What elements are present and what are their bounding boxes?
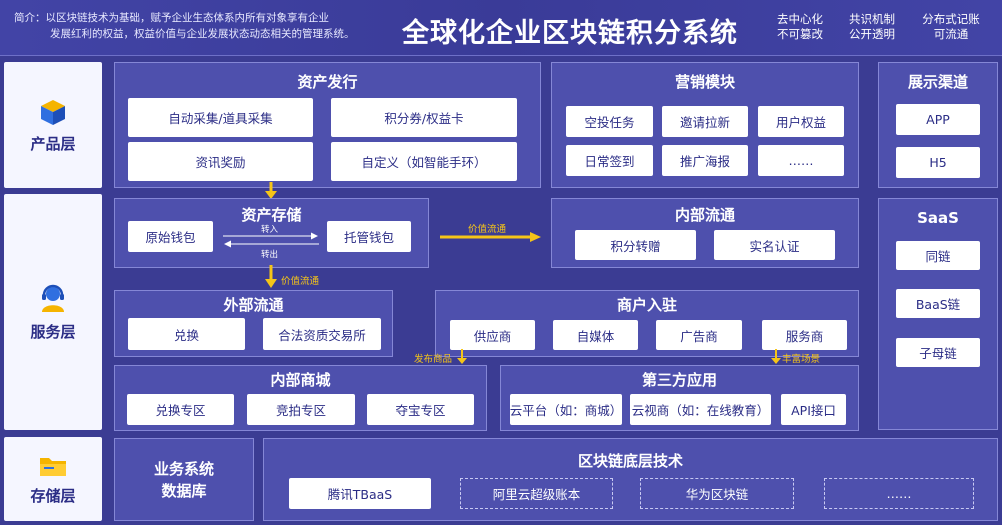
value-flow-label: 价值流通 — [468, 224, 507, 235]
item-auction-zone: 竞拍专区 — [247, 394, 355, 425]
layer-label: 存储层 — [30, 486, 76, 505]
item-points-coupon: 积分券/权益卡 — [331, 98, 517, 137]
item-poster: 推广海报 — [662, 145, 748, 176]
item-huawei-blockchain: 华为区块链 — [640, 478, 794, 509]
panel-channels: 展示渠道 APP H5 — [878, 62, 998, 188]
box-icon — [41, 99, 65, 125]
business-db-label: 业务系统 数据库 — [154, 458, 214, 502]
item-baas-chain: BaaS链 — [896, 289, 980, 318]
item-h5: H5 — [896, 147, 980, 178]
right-arrow-icon — [440, 232, 541, 242]
item-advertiser: 广告商 — [656, 320, 742, 350]
item-exchange: 兑换 — [128, 318, 245, 350]
layer-storage: 存储层 — [4, 437, 102, 521]
item-user-rights: 用户权益 — [758, 106, 844, 137]
panel-title: 商户入驻 — [616, 296, 677, 314]
feature-line: 分布式记账 — [922, 12, 980, 26]
panel-title: 第三方应用 — [641, 371, 717, 389]
item-custody-wallet: 托管钱包 — [327, 221, 411, 252]
item-exchange-zone: 兑换专区 — [127, 394, 234, 425]
feature-consensus: 共识机制 公开透明 — [842, 12, 902, 42]
panel-third-party: 第三方应用 云平台（如：商城） 云视商（如：在线教育） API接口 — [500, 365, 859, 431]
down-arrow-icon — [457, 349, 467, 364]
panel-marketing: 营销模块 空投任务 邀请拉新 用户权益 日常签到 推广海报 …… — [551, 62, 859, 188]
item-licensed-exchange: 合法资质交易所 — [263, 318, 381, 350]
folder-icon — [40, 457, 66, 476]
item-real-name: 实名认证 — [714, 230, 835, 260]
enrich-scenes-label: 丰富场景 — [782, 354, 821, 365]
down-arrow-icon — [265, 182, 277, 199]
feature-line: 不可篡改 — [777, 27, 823, 41]
left-arrow-icon — [224, 240, 319, 248]
item-more: …… — [758, 145, 844, 176]
item-treasure-zone: 夺宝专区 — [367, 394, 474, 425]
panel-blockchain: 区块链底层技术 腾讯TBaaS 阿里云超级账本 华为区块链 …… — [263, 438, 998, 521]
panel-title: 区块链底层技术 — [577, 452, 683, 470]
feature-line: 共识机制 — [849, 12, 895, 26]
transfer-out-label: 转出 — [261, 250, 279, 260]
item-daily-checkin: 日常签到 — [566, 145, 653, 176]
layer-product: 产品层 — [4, 62, 102, 188]
item-custom: 自定义（如智能手环） — [331, 142, 517, 181]
item-cloud-video: 云视商（如：在线教育） — [630, 394, 771, 425]
panel-title: 外部流通 — [223, 296, 284, 314]
customer-service-icon — [42, 284, 64, 312]
item-aliyun-ledger: 阿里云超级账本 — [460, 478, 613, 509]
feature-decentralized: 去中心化 不可篡改 — [770, 12, 830, 42]
layer-service: 服务层 — [4, 194, 102, 430]
panel-title: 营销模块 — [674, 73, 735, 91]
layer-label: 服务层 — [30, 322, 76, 341]
item-self-media: 自媒体 — [553, 320, 638, 350]
panel-asset-storage: 资产存储 原始钱包 托管钱包 转入 转出 — [114, 198, 429, 268]
feature-line: 去中心化 — [777, 12, 823, 26]
item-service-provider: 服务商 — [762, 320, 847, 350]
panel-title: 资产发行 — [297, 73, 358, 91]
business-db-line: 数据库 — [161, 481, 207, 500]
panel-title: 内部流通 — [674, 206, 735, 224]
feature-line: 可流通 — [933, 27, 969, 41]
intro-line-1: 简介：以区块链技术为基础，赋予企业生态体系内所有对象享有企业 — [14, 12, 329, 24]
item-supplier: 供应商 — [450, 320, 535, 350]
intro-text: 简介：以区块链技术为基础，赋予企业生态体系内所有对象享有企业 发展红利的权益，权… — [14, 10, 355, 42]
item-parent-child-chain: 子母链 — [896, 338, 980, 367]
item-api: API接口 — [781, 394, 846, 425]
right-arrow-icon — [223, 232, 318, 240]
panel-internal-mall: 内部商城 兑换专区 竞拍专区 夺宝专区 — [114, 365, 487, 431]
business-db-line: 业务系统 — [153, 459, 214, 478]
panel-asset-issue: 资产发行 自动采集/道具采集 积分券/权益卡 资讯奖励 自定义（如智能手环） — [114, 62, 541, 188]
layer-label: 产品层 — [30, 134, 76, 153]
panel-title: 资产存储 — [241, 206, 302, 224]
panel-saas: SaaS 同链 BaaS链 子母链 — [878, 198, 998, 430]
item-airdrop: 空投任务 — [566, 106, 653, 137]
item-app: APP — [896, 104, 980, 135]
item-same-chain: 同链 — [896, 241, 980, 270]
item-news-reward: 资讯奖励 — [128, 142, 313, 181]
transfer-in-label: 转入 — [261, 225, 279, 235]
item-cloud-platform: 云平台（如：商城） — [510, 394, 622, 425]
page-title: 全球化企业区块链积分系统 — [402, 18, 738, 49]
panel-internal-flow: 内部流通 积分转赠 实名认证 — [551, 198, 859, 268]
publish-goods-label: 发布商品 — [414, 354, 453, 365]
item-raw-wallet: 原始钱包 — [128, 221, 213, 252]
feature-distributed: 分布式记账 可流通 — [914, 12, 988, 42]
panel-external-flow: 外部流通 兑换 合法资质交易所 — [114, 290, 393, 357]
item-tencent-tbaas: 腾讯TBaaS — [289, 478, 431, 509]
panel-title: 内部商城 — [270, 371, 331, 389]
value-flow-label: 价值流通 — [281, 276, 320, 287]
item-invite: 邀请拉新 — [662, 106, 748, 137]
down-arrow-icon — [771, 349, 781, 364]
item-more: …… — [824, 478, 974, 509]
panel-title: 展示渠道 — [907, 73, 968, 91]
panel-merchant: 商户入驻 供应商 自媒体 广告商 服务商 — [435, 290, 859, 357]
panel-business-db: 业务系统 数据库 — [114, 438, 254, 521]
panel-title: SaaS — [917, 209, 959, 227]
intro-line-2: 发展红利的权益，权益价值与企业发展状态动态相关的管理系统。 — [50, 28, 355, 40]
header-bar — [0, 0, 1002, 56]
item-auto-collect: 自动采集/道具采集 — [128, 98, 313, 137]
feature-line: 公开透明 — [849, 27, 895, 41]
item-points-gift: 积分转赠 — [575, 230, 696, 260]
down-arrow-icon — [265, 265, 277, 288]
